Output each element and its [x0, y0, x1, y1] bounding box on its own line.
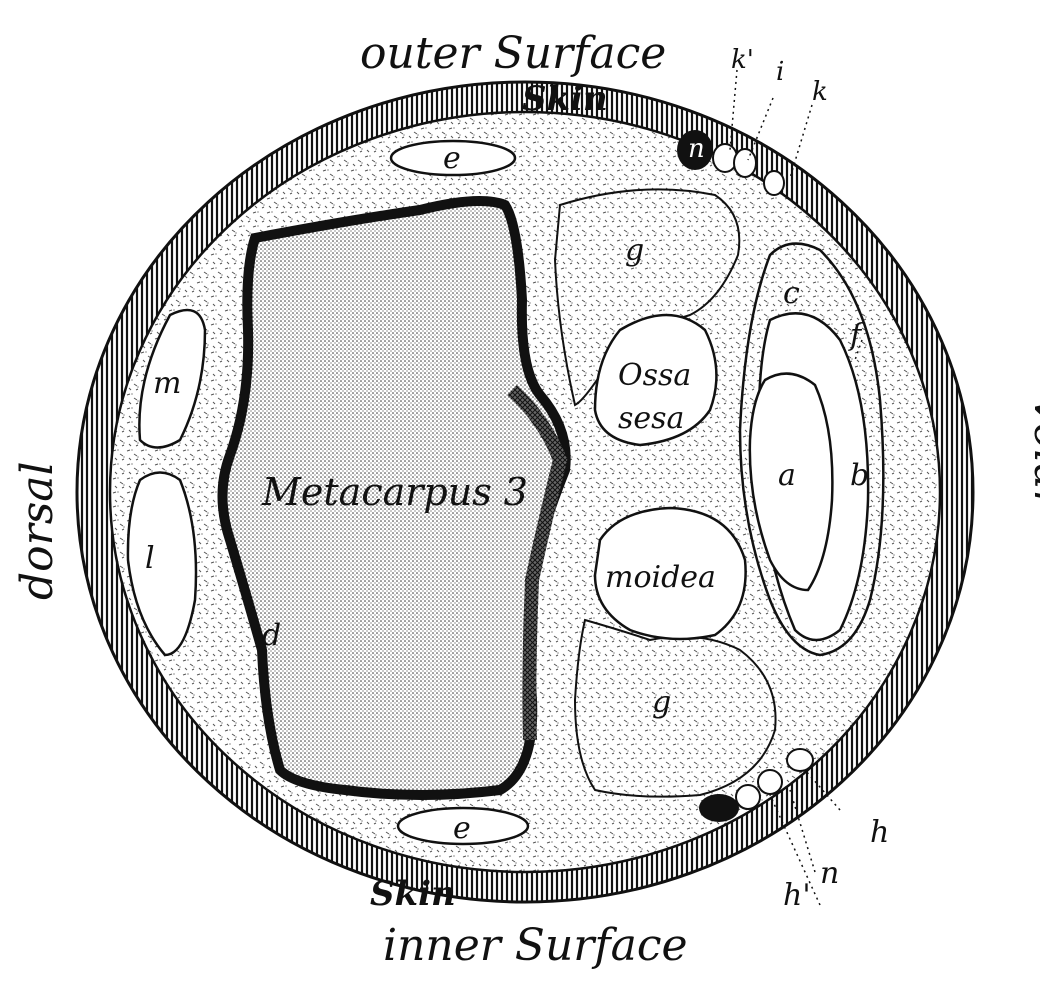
- label-h-prime: h': [783, 878, 811, 913]
- vessel-top-2: [734, 149, 756, 177]
- label-n-bottom: n: [820, 856, 839, 891]
- label-a: a: [778, 458, 796, 493]
- label-e-top: e: [443, 141, 461, 176]
- label-m: m: [153, 366, 181, 401]
- label-e-bottom: e: [453, 811, 471, 846]
- vessel-n-bottom: [699, 794, 739, 822]
- vessel-bottom-2: [758, 770, 782, 794]
- vessel-top-3: [764, 171, 784, 195]
- label-g-bottom: g: [652, 685, 671, 720]
- label-outer-surface: outer Surface: [360, 28, 666, 79]
- label-inner-surface: inner Surface: [383, 920, 688, 971]
- label-volar: volar: [1024, 398, 1040, 514]
- label-k: k: [812, 77, 828, 107]
- label-g-top: g: [625, 233, 644, 268]
- label-ossa: Ossa: [618, 358, 691, 393]
- label-metacarpus: Metacarpus 3: [261, 470, 528, 514]
- label-b: b: [850, 458, 869, 493]
- vessel-top-1: [713, 144, 737, 172]
- label-sesa: sesa: [618, 401, 684, 436]
- label-i: i: [776, 57, 784, 87]
- label-l: l: [145, 541, 155, 576]
- vessel-bottom-1: [736, 785, 760, 809]
- label-d: d: [262, 618, 281, 653]
- label-skin-bottom: Skin: [370, 874, 456, 914]
- label-k-prime: k': [731, 45, 754, 75]
- vessel-bottom-3: [787, 749, 813, 771]
- label-h: h: [870, 815, 889, 850]
- label-n-top: n: [688, 134, 705, 164]
- label-skin-top: Skin: [522, 79, 608, 119]
- label-c: c: [783, 276, 800, 311]
- label-moidea: moidea: [605, 560, 716, 595]
- label-dorsal: dorsal: [12, 461, 63, 600]
